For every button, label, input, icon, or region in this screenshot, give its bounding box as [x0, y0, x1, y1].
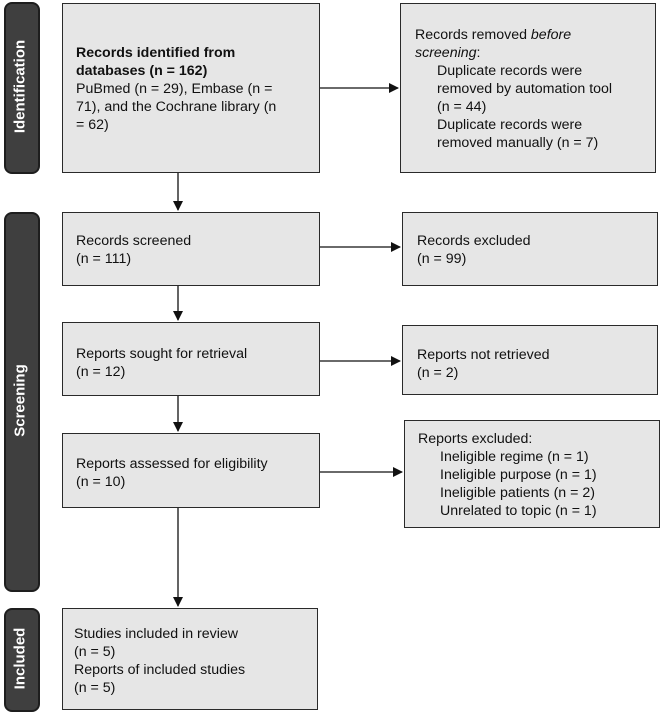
identified-line-5: = 62)	[76, 117, 109, 133]
removed-line-3: Duplicate records were	[437, 63, 583, 79]
removed-line-1: Records removed before	[415, 27, 572, 43]
sought-line-2: (n = 12)	[76, 364, 126, 380]
reports-sought-box: Reports sought for retrieval (n = 12)	[62, 322, 320, 396]
excluded-line-1: Records excluded	[417, 233, 531, 249]
identified-title-2: databases (n = 162)	[76, 63, 208, 79]
reports-excluded-line-5: Unrelated to topic (n = 1)	[440, 503, 597, 519]
removed-line-2: screening:	[415, 45, 481, 61]
identified-title-1: Records identified from	[76, 45, 236, 61]
records-removed-box: Records removed before screening: Duplic…	[400, 3, 656, 173]
excluded-line-2: (n = 99)	[417, 251, 467, 267]
included-line-2: (n = 5)	[74, 644, 116, 660]
included-line-4: (n = 5)	[74, 680, 116, 696]
reports-not-retrieved-box: Reports not retrieved (n = 2)	[402, 325, 658, 395]
records-screened-box: Records screened (n = 111)	[62, 212, 320, 286]
records-identified-box: Records identified from databases (n = 1…	[62, 3, 320, 173]
phase-identification	[4, 2, 40, 174]
included-line-3: Reports of included studies	[74, 662, 246, 678]
removed-line-4: removed by automation tool	[437, 81, 613, 97]
identified-line-3: PuBmed (n = 29), Embase (n =	[76, 81, 273, 97]
screened-line-2: (n = 111)	[76, 251, 132, 267]
reports-excluded-line-4: Ineligible patients (n = 2)	[440, 485, 595, 501]
assessed-line-1: Reports assessed for eligibility	[76, 456, 268, 472]
reports-excluded-box: Reports excluded: Ineligible regime (n =…	[404, 420, 660, 528]
reports-excluded-line-3: Ineligible purpose (n = 1)	[440, 467, 597, 483]
records-excluded-box: Records excluded (n = 99)	[402, 212, 658, 286]
removed-line-7: removed manually (n = 7)	[437, 135, 599, 151]
included-line-1: Studies included in review	[74, 626, 239, 642]
reports-assessed-box: Reports assessed for eligibility (n = 10…	[62, 433, 320, 508]
removed-line-6: Duplicate records were	[437, 117, 583, 133]
screened-line-1: Records screened	[76, 233, 192, 249]
studies-included-box: Studies included in review (n = 5) Repor…	[62, 608, 318, 710]
reports-excluded-line-2: Ineligible regime (n = 1)	[440, 449, 589, 465]
not-retrieved-line-1: Reports not retrieved	[417, 347, 550, 363]
identified-line-4: 71), and the Cochrane library (n	[76, 99, 277, 115]
phase-included	[4, 608, 40, 712]
phase-screening	[4, 212, 40, 592]
not-retrieved-line-2: (n = 2)	[417, 365, 459, 381]
sought-line-1: Reports sought for retrieval	[76, 346, 248, 362]
removed-line-5: (n = 44)	[437, 99, 487, 115]
reports-excluded-line-1: Reports excluded:	[418, 431, 533, 447]
assessed-line-2: (n = 10)	[76, 474, 126, 490]
